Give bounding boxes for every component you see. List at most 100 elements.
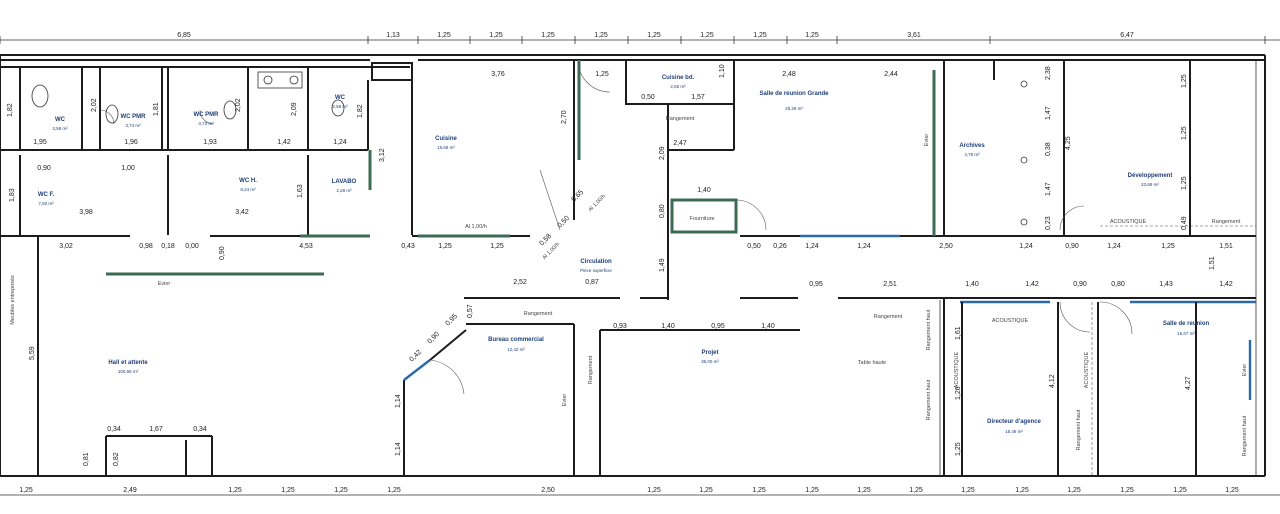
dim-bottom-14: 1,25 bbox=[1015, 487, 1029, 494]
dim-int-59: 1,25 bbox=[1161, 243, 1175, 250]
note-evier-bureau: Evier bbox=[562, 394, 568, 407]
dim-int-67: 2,51 bbox=[883, 281, 897, 288]
dim-int-76: 0,95 bbox=[711, 323, 725, 330]
dim-bottom-3: 1,25 bbox=[281, 487, 295, 494]
room-wc-f-area: 7,92 m² bbox=[38, 201, 54, 206]
dim-int-0: 1,82 bbox=[7, 103, 14, 117]
dim-int-74: 0,93 bbox=[613, 323, 627, 330]
dim-int-19: 2,70 bbox=[561, 110, 568, 124]
dim-bottom-5: 1,25 bbox=[387, 487, 401, 494]
note-rangement-haut-4: Rangement haut bbox=[1242, 415, 1248, 456]
dim-int-34: 1,25 bbox=[1181, 176, 1188, 190]
room-projet-area: 36,00 m² bbox=[701, 359, 719, 364]
dim-bottom-18: 1,25 bbox=[1225, 487, 1239, 494]
dim-top-1: 1,13 bbox=[386, 32, 400, 39]
note-rangement-projet: Rangement bbox=[874, 314, 903, 320]
dim-int-62: 1,49 bbox=[659, 258, 666, 272]
note-al-1: Al 1,00/h bbox=[465, 224, 487, 230]
dim-int-84: 1,14 bbox=[395, 442, 402, 456]
fixtures bbox=[31, 71, 1028, 226]
room-wc-pmr-2: WC PMR bbox=[194, 112, 220, 118]
dim-int-82: 5,59 bbox=[29, 346, 36, 360]
dim-int-8: 2,09 bbox=[291, 102, 298, 116]
room-lavabo: LAVABO bbox=[332, 179, 357, 185]
dim-int-47: 1,25 bbox=[490, 243, 504, 250]
dim-int-22: 1,57 bbox=[691, 94, 705, 101]
dim-int-63: 1,51 bbox=[1209, 256, 1216, 270]
dim-int-90: 0,34 bbox=[107, 426, 121, 433]
room-wc-h: WC H. bbox=[239, 178, 257, 184]
dim-int-51: 0,50 bbox=[747, 243, 761, 250]
dim-int-1: 1,95 bbox=[33, 139, 47, 146]
dim-int-13: 1,83 bbox=[9, 188, 16, 202]
dim-top-4: 1,25 bbox=[541, 32, 555, 39]
dim-top-2: 1,25 bbox=[437, 32, 451, 39]
dim-int-69: 1,42 bbox=[1025, 281, 1039, 288]
note-rangement-corridor: Rangement bbox=[666, 116, 695, 122]
dim-top-5: 1,25 bbox=[594, 32, 608, 39]
dim-int-3: 1,96 bbox=[124, 139, 138, 146]
dim-int-61: 0,49 bbox=[1181, 216, 1188, 230]
walls bbox=[0, 54, 1266, 477]
dim-int-93: 0,81 bbox=[83, 452, 90, 466]
dim-int-78: 0,57 bbox=[467, 304, 474, 318]
dim-bottom-13: 1,25 bbox=[961, 487, 975, 494]
room-labels: WC 3,58 m² WC PMR 3,74 m² WC PMR 3,73 m²… bbox=[38, 75, 1210, 434]
dim-int-77: 1,40 bbox=[761, 323, 775, 330]
dim-bottom-10: 1,25 bbox=[805, 487, 819, 494]
room-salle-reunion-grande: Salle de reunion Grande bbox=[759, 91, 829, 97]
top-dimension-chain: 6,85 1,13 1,25 1,25 1,25 1,25 1,25 1,25 … bbox=[0, 32, 1280, 44]
dim-int-46: 1,25 bbox=[438, 243, 452, 250]
dim-int-27: 1,47 bbox=[1045, 106, 1052, 120]
dim-bottom-17: 1,25 bbox=[1173, 487, 1187, 494]
room-wc-2-area: 2,58 m² bbox=[332, 104, 348, 109]
dim-int-41: 0,18 bbox=[161, 243, 175, 250]
dim-bottom-15: 1,25 bbox=[1067, 487, 1081, 494]
dim-int-57: 0,90 bbox=[1065, 243, 1079, 250]
dim-int-20: 1,25 bbox=[595, 71, 609, 78]
dim-int-31: 0,23 bbox=[1045, 216, 1052, 230]
dim-top-3: 1,25 bbox=[489, 32, 503, 39]
dim-bottom-12: 1,25 bbox=[909, 487, 923, 494]
dim-int-29: 4,25 bbox=[1065, 136, 1072, 150]
room-cuisine-bd: Cuisine bd. bbox=[662, 75, 695, 81]
dim-int-75: 1,40 bbox=[661, 323, 675, 330]
dim-bottom-8: 1,25 bbox=[699, 487, 713, 494]
dim-int-6: 2,02 bbox=[235, 98, 242, 112]
dim-int-73: 1,42 bbox=[1219, 281, 1233, 288]
dim-int-83: 1,14 bbox=[395, 394, 402, 408]
room-cuisine-area: 15,68 m² bbox=[437, 145, 455, 150]
dim-int-36: 2,09 bbox=[659, 146, 666, 160]
dim-int-30: 1,47 bbox=[1045, 182, 1052, 196]
dim-int-37: 1,40 bbox=[697, 187, 711, 194]
room-salle-reunion-area: 15,67 m² bbox=[1177, 331, 1195, 336]
dim-int-42: 0,00 bbox=[185, 243, 199, 250]
room-circulation-area: Pièce superficie bbox=[580, 268, 612, 273]
dim-int-35: 2,47 bbox=[673, 140, 687, 147]
room-lavabo-area: 2,28 m² bbox=[336, 188, 352, 193]
dim-int-21: 0,50 bbox=[641, 94, 655, 101]
dim-top-0: 6,85 bbox=[177, 32, 191, 39]
interior-dimensions: 1,82 1,95 2,02 1,96 1,81 1,93 2,02 1,42 … bbox=[7, 64, 1233, 466]
dim-int-18: 3,76 bbox=[491, 71, 505, 78]
dim-int-50: 0,65 bbox=[570, 189, 585, 204]
dim-int-89: 4,27 bbox=[1185, 376, 1192, 390]
room-archives: Archives bbox=[959, 143, 985, 149]
note-rangement-dev: Rangement bbox=[1212, 219, 1241, 225]
room-hall-attente-area: 100,68 m² bbox=[118, 369, 139, 374]
dim-bottom-16: 1,25 bbox=[1120, 487, 1134, 494]
dim-int-26: 2,38 bbox=[1045, 66, 1052, 80]
dim-int-88: 4,12 bbox=[1049, 374, 1056, 388]
room-cuisine: Cuisine bbox=[435, 136, 457, 142]
room-directeur-agence-area: 18,48 m² bbox=[1005, 429, 1023, 434]
dim-int-81: 0,95 bbox=[444, 313, 459, 328]
dim-int-68: 1,40 bbox=[965, 281, 979, 288]
note-rangement-haut-1: Rangement haut bbox=[926, 309, 932, 350]
room-salle-reunion: Salle de reunion bbox=[1163, 321, 1210, 327]
dim-int-53: 1,24 bbox=[805, 243, 819, 250]
dim-int-71: 0,80 bbox=[1111, 281, 1125, 288]
dim-int-32: 1,25 bbox=[1181, 74, 1188, 88]
room-hall-attente: Hall et attente bbox=[108, 360, 148, 366]
dim-int-80: 0,90 bbox=[426, 331, 441, 346]
